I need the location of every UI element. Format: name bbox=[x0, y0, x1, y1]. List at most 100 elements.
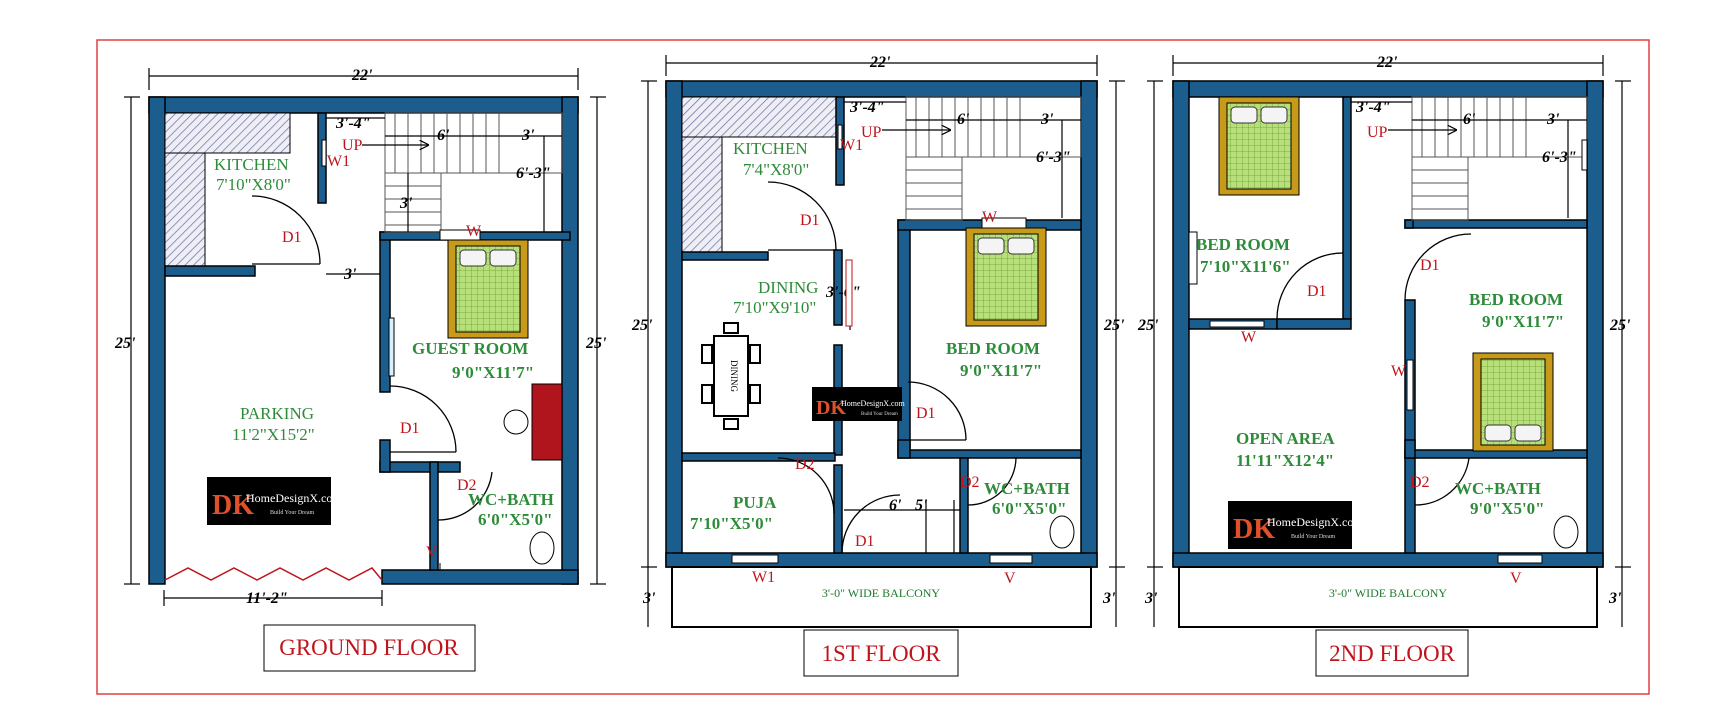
parking-width-dim: 11'-2" bbox=[246, 590, 288, 607]
first-stair-6-dim: 6' bbox=[957, 111, 970, 128]
second-bed1 bbox=[1218, 96, 1300, 196]
dining-table-label: DINING bbox=[729, 360, 739, 392]
first-five-dim: 5' bbox=[915, 497, 928, 514]
ground-title-box bbox=[263, 624, 476, 672]
guest-room-size: 9'0"X11'7" bbox=[452, 363, 534, 382]
ground-guest-door bbox=[389, 385, 457, 453]
second-wc-door bbox=[1414, 457, 1470, 506]
guest-room-label: GUEST ROOM bbox=[412, 339, 528, 358]
ground-wc-door bbox=[437, 471, 493, 521]
second-v-label: V bbox=[1510, 570, 1522, 587]
second-staircase bbox=[1351, 96, 1588, 221]
second-bed2-label: BED ROOM bbox=[1469, 290, 1563, 309]
ground-left-depth-dim: 25' bbox=[114, 335, 136, 352]
ground-three-dim: 3' bbox=[343, 266, 357, 283]
second-stair-6-dim: 6' bbox=[1463, 111, 1476, 128]
first-right-balcony-dim: 3' bbox=[1102, 590, 1116, 607]
ground-kitchen-d1: D1 bbox=[282, 229, 302, 246]
first-up-label: UP bbox=[861, 124, 882, 141]
ground-w1-label: W1 bbox=[327, 153, 350, 170]
puja-size: 7'10"X5'0" bbox=[690, 514, 773, 533]
parking-shutter bbox=[164, 567, 383, 581]
puja-label: PUJA bbox=[733, 493, 777, 512]
first-floor-plan: 22' 25' 25' 3' 3' 3'-0" WIDE BALCONY bbox=[631, 54, 1125, 677]
second-bed2-w: W bbox=[1391, 363, 1407, 380]
guest-sofa bbox=[531, 383, 563, 461]
second-stair-h-dim: 6'-3" bbox=[1542, 149, 1577, 166]
ground-stair-top-dim: 3'-4" bbox=[335, 115, 371, 132]
first-balcony bbox=[671, 566, 1092, 628]
svg-text:DK: DK bbox=[212, 490, 254, 521]
first-bed-label: BED ROOM bbox=[946, 339, 1040, 358]
second-balcony-label: 3'-0" WIDE BALCONY bbox=[1329, 586, 1447, 600]
ground-stair-6-dim: 6' bbox=[437, 127, 450, 144]
first-w1-label: W1 bbox=[840, 137, 863, 154]
first-title-box bbox=[803, 629, 959, 677]
first-kitchen-size: 7'4"X8'0" bbox=[743, 160, 809, 179]
first-stair-top-dim: 3'-4" bbox=[849, 99, 885, 116]
second-left-depth-dim: 25' bbox=[1137, 317, 1159, 334]
first-stair-3-dim: 3' bbox=[1040, 111, 1054, 128]
first-six-dim: 6' bbox=[889, 497, 902, 514]
second-title-box bbox=[1315, 629, 1469, 677]
second-bed1-w: W bbox=[1241, 329, 1257, 346]
ground-kitchen-label: KITCHEN bbox=[214, 155, 289, 174]
second-stair-3-dim: 3' bbox=[1546, 111, 1560, 128]
ground-title: GROUND FLOOR bbox=[279, 635, 459, 660]
ground-stair-v-dim: 3' bbox=[399, 195, 413, 212]
first-stair-h-dim: 6'-3" bbox=[1036, 149, 1071, 166]
parking-size: 11'2"X15'2" bbox=[232, 425, 315, 444]
open-area-label: OPEN AREA bbox=[1236, 429, 1335, 448]
first-stair-door bbox=[841, 494, 901, 554]
second-bed2-door bbox=[1404, 233, 1472, 301]
first-width-dim: 22' bbox=[869, 54, 891, 71]
second-width-dim: 22' bbox=[1376, 54, 1398, 71]
second-bed2-d1: D1 bbox=[1420, 257, 1440, 274]
ground-toilet bbox=[529, 531, 555, 565]
first-bed-size: 9'0"X11'7" bbox=[960, 361, 1042, 380]
svg-text:HomeDesignX.com: HomeDesignX.com bbox=[841, 399, 906, 408]
first-wc-label: WC+BATH bbox=[984, 479, 1070, 498]
ground-guest-d1: D1 bbox=[400, 420, 420, 437]
ground-stair-3-dim: 3' bbox=[521, 127, 535, 144]
second-right-balcony-dim: 3' bbox=[1608, 590, 1622, 607]
first-puja-door bbox=[777, 457, 835, 515]
ground-wc-label: WC+BATH bbox=[468, 490, 554, 509]
first-bed-door bbox=[907, 381, 967, 441]
first-bed-d1: D1 bbox=[916, 405, 936, 422]
guest-bed bbox=[447, 239, 529, 339]
second-up-label: UP bbox=[1367, 124, 1388, 141]
first-kitchen-label: KITCHEN bbox=[733, 139, 808, 158]
first-right-depth-dim: 25' bbox=[1103, 317, 1125, 334]
second-bed1-label: BED ROOM bbox=[1196, 235, 1290, 254]
second-wc-d2: D2 bbox=[1410, 474, 1430, 491]
first-left-balcony-dim: 3' bbox=[642, 590, 656, 607]
first-kitchen-d1: D1 bbox=[800, 212, 820, 229]
second-bed1-door bbox=[1276, 252, 1344, 320]
svg-text:HomeDesignX.com: HomeDesignX.com bbox=[1267, 515, 1363, 529]
first-v-label: V bbox=[1004, 570, 1016, 587]
ground-width-dim: 22' bbox=[351, 67, 373, 84]
svg-text:Build Your Dream: Build Your Dream bbox=[861, 412, 898, 417]
svg-text:Build Your Dream: Build Your Dream bbox=[1291, 534, 1336, 540]
sheet-border bbox=[96, 39, 1650, 695]
ground-floor-plan: 22' 25' 25' 11'-2" bbox=[114, 67, 607, 672]
open-area-size: 11'11"X12'4" bbox=[1236, 451, 1334, 470]
ground-kitchen-size: 7'10"X8'0" bbox=[216, 175, 291, 194]
ground-staircase bbox=[326, 112, 563, 275]
dining-size: 7'10"X9'10" bbox=[733, 298, 816, 317]
first-bed-w-label: W bbox=[982, 209, 998, 226]
ground-w-label: W bbox=[466, 223, 482, 240]
ground-stair-h-dim: 6'-3" bbox=[516, 165, 551, 182]
first-title: 1ST FLOOR bbox=[821, 641, 941, 666]
second-balcony bbox=[1178, 566, 1598, 628]
ground-up-label: UP bbox=[342, 137, 363, 154]
svg-text:DK: DK bbox=[1233, 514, 1275, 545]
second-stair-top-dim: 3'-4" bbox=[1355, 99, 1391, 116]
first-balcony-w1: W1 bbox=[752, 569, 775, 586]
second-right-depth-dim: 25' bbox=[1609, 317, 1631, 334]
parking-label: PARKING bbox=[240, 404, 314, 423]
first-wc-d2: D2 bbox=[960, 474, 980, 491]
ground-v-label: V bbox=[426, 544, 438, 561]
